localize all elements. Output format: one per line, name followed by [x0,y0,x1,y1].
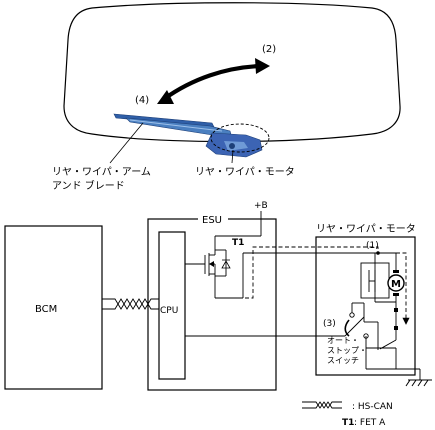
motor-internal-wiring [351,252,421,380]
auto-stop-label-3: スイッチ [327,356,359,365]
wipe-direction-arrow [162,63,263,101]
t1-label: T1 [232,238,244,248]
auto-stop-label-1: オート・ [327,336,359,345]
brake-element [368,270,376,292]
hs-can-twisted-pair [102,298,159,310]
legend-t1-key: T1 [342,418,354,428]
cpu-block [158,231,186,380]
motor-callout-leader [231,149,234,164]
rear-window-glass [63,2,401,143]
fet-t1-symbol [185,236,244,299]
arrowhead-2 [255,58,270,74]
bcm-label: BCM [35,304,57,315]
current-flow-path [232,246,410,325]
auto-stop-contact-upper [349,312,355,318]
legend: : HS-CAN T1 : FET A [302,401,393,428]
arm-callout-line1: リヤ・ワイパ・アーム [52,166,151,178]
motor-symbol-circle [387,274,405,292]
junction-node-a [394,308,398,312]
arrowhead-4 [157,90,174,104]
motor-callout-label: リヤ・ワイパ・モータ [195,166,295,178]
legend-t1-text: : FET A [354,418,386,428]
cpu-label: CPU [160,306,178,316]
fet-arrow [209,261,214,267]
esu-label-bg [198,213,228,225]
motor-brush-top [393,270,399,273]
junction-node-b [394,326,398,330]
arrow-2-label: (2) [262,44,276,55]
auto-stop-label-2: ストップ・ [327,346,367,355]
auto-stop-switch-lever [344,316,365,337]
motor-unit-block [315,236,416,376]
point-3-label: (3) [323,319,336,329]
rear-window-illustration: (2) (4) リヤ・ワイパ・アーム アンド ブレード リヤ・ワイパ・モータ [52,2,401,192]
point-1-label: (1) [366,241,379,251]
fet-diode [221,260,231,269]
legend-hs-can-text: : HS-CAN [352,402,393,412]
esu-label: ESU [202,215,222,226]
motor-brush-bottom [393,293,399,296]
plus-b-label: +B [254,201,268,211]
motor-highlight-outline [210,123,270,153]
auto-stop-contact-lower [363,333,369,339]
bcm-block [4,225,103,390]
auto-stop-cam-arrow [344,319,350,337]
motor-unit-label: リヤ・ワイパ・モータ [316,223,416,235]
motor-housing [205,132,263,158]
arm-callout-leader [109,122,144,164]
arrow-4-label: (4) [135,95,149,106]
ground-symbol [405,379,432,387]
legend-hs-can-symbol [302,401,342,409]
motor-symbol-label: M [391,279,401,290]
circuit-diagram: BCM ESU CPU +B T1 [4,201,432,391]
wiper-arm-highlight [129,119,223,132]
esu-block [147,218,277,391]
arm-callout-line2: アンド ブレード [52,179,125,192]
